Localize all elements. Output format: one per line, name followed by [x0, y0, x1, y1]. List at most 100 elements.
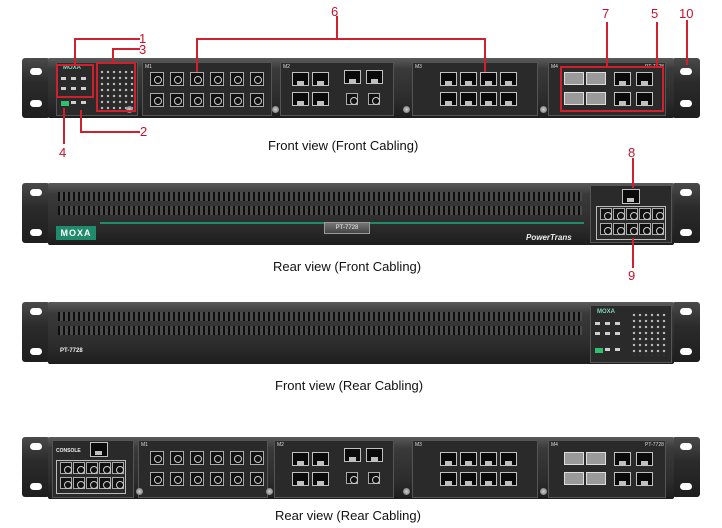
- sc-port: [230, 93, 244, 107]
- rj45-port: [480, 472, 497, 486]
- sc-port: [73, 477, 85, 489]
- rack-ear-left: [22, 302, 50, 362]
- rj45-port: [312, 452, 329, 466]
- rj45-port: [636, 472, 653, 486]
- callout-6: 6: [331, 4, 339, 19]
- module-m3: M3: [412, 62, 538, 116]
- rj45-port: [460, 92, 477, 106]
- rj45-port: [292, 472, 309, 486]
- rj45-port: [636, 72, 653, 86]
- rj45-port: [614, 452, 631, 466]
- sc-port: [250, 451, 264, 465]
- moxa-logo-small: MOXA: [63, 65, 81, 71]
- sfp-slot: [564, 72, 584, 85]
- sc-port: [250, 472, 264, 486]
- vent-row: [58, 312, 582, 321]
- reset-button[interactable]: [61, 101, 69, 106]
- rj45-port: [440, 72, 457, 86]
- rack-ear-right: [672, 58, 700, 118]
- sc-port: [613, 223, 625, 235]
- sc-port: [150, 93, 164, 107]
- reset-button[interactable]: [595, 348, 603, 353]
- rj45-port: [366, 70, 383, 84]
- sc-port: [60, 462, 72, 474]
- moxa-logo: MOXA: [56, 226, 96, 240]
- console-rj45-port: [622, 189, 640, 204]
- sc-port: [99, 477, 111, 489]
- callout-7: 7: [602, 6, 610, 21]
- sc-port: [170, 93, 184, 107]
- model-plate: PT-7728: [324, 222, 370, 234]
- rj45-port: [292, 92, 309, 106]
- powertrans-logo: PowerTrans: [526, 233, 572, 242]
- rj45-port: [460, 472, 477, 486]
- caption-front-front: Front view (Front Cabling): [268, 138, 419, 153]
- sc-port: [190, 93, 204, 107]
- sfp-slot: [564, 452, 584, 465]
- sc-port: [210, 472, 224, 486]
- rj45-port: [480, 92, 497, 106]
- rj45-port: [440, 92, 457, 106]
- rj45-port: [500, 92, 517, 106]
- sc-port: [60, 477, 72, 489]
- sc-port: [652, 223, 664, 235]
- sfp-slot: [586, 92, 606, 105]
- callout-5: 5: [651, 6, 659, 21]
- sc-port: [230, 472, 244, 486]
- vent-row: [58, 326, 582, 335]
- sc-port: [600, 223, 612, 235]
- sfp-slot: [586, 72, 606, 85]
- rack-ear-left: [22, 58, 50, 118]
- sc-port: [210, 93, 224, 107]
- console-label: CONSOLE: [56, 448, 81, 454]
- sc-port: [86, 462, 98, 474]
- caption-rear-front: Rear view (Front Cabling): [273, 259, 422, 274]
- rj45-port: [312, 72, 329, 86]
- caption-front-rear: Front view (Rear Cabling): [275, 378, 424, 393]
- rack-ear-left: [22, 183, 50, 243]
- rj45-port: [500, 472, 517, 486]
- callout-4: 4: [59, 145, 67, 160]
- rj45-port: [480, 452, 497, 466]
- rj45-port: [460, 452, 477, 466]
- vent-row: [58, 206, 582, 215]
- rj45-port: [500, 452, 517, 466]
- rack-ear-right: [672, 183, 700, 243]
- vent-row: [58, 192, 582, 201]
- rj45-port: [312, 92, 329, 106]
- rj45-port: [636, 92, 653, 106]
- module-m1: M1: [138, 440, 268, 498]
- sc-port: [250, 72, 264, 86]
- rack-ear-right: [672, 437, 700, 497]
- led-panel: MOXA: [590, 305, 672, 363]
- sfp-slot: [564, 92, 584, 105]
- sfp-slot: [586, 472, 606, 485]
- sc-port: [626, 223, 638, 235]
- sc-port: [346, 472, 358, 484]
- rj45-port: [366, 448, 383, 462]
- module-label: M4: [551, 64, 558, 70]
- module-label: M1: [145, 64, 152, 70]
- sc-port: [150, 72, 164, 86]
- module-label: M4: [551, 442, 558, 448]
- rj45-port: [500, 72, 517, 86]
- port-led-grid: [631, 312, 667, 356]
- sc-port: [230, 451, 244, 465]
- callout-8: 8: [628, 145, 636, 160]
- sc-port: [368, 93, 380, 105]
- sc-port: [73, 462, 85, 474]
- sc-port: [99, 462, 111, 474]
- sfp-slot: [586, 452, 606, 465]
- rj45-port: [480, 72, 497, 86]
- sc-port: [210, 451, 224, 465]
- sfp-slot: [564, 472, 584, 485]
- sc-port: [230, 72, 244, 86]
- sc-port: [613, 208, 625, 220]
- sc-port: [190, 451, 204, 465]
- rj45-port: [292, 452, 309, 466]
- rj45-port: [460, 72, 477, 86]
- rj45-port: [292, 72, 309, 86]
- callout-box-1: [56, 64, 94, 98]
- model-label: PT-7728: [60, 348, 83, 354]
- callout-9: 9: [628, 268, 636, 283]
